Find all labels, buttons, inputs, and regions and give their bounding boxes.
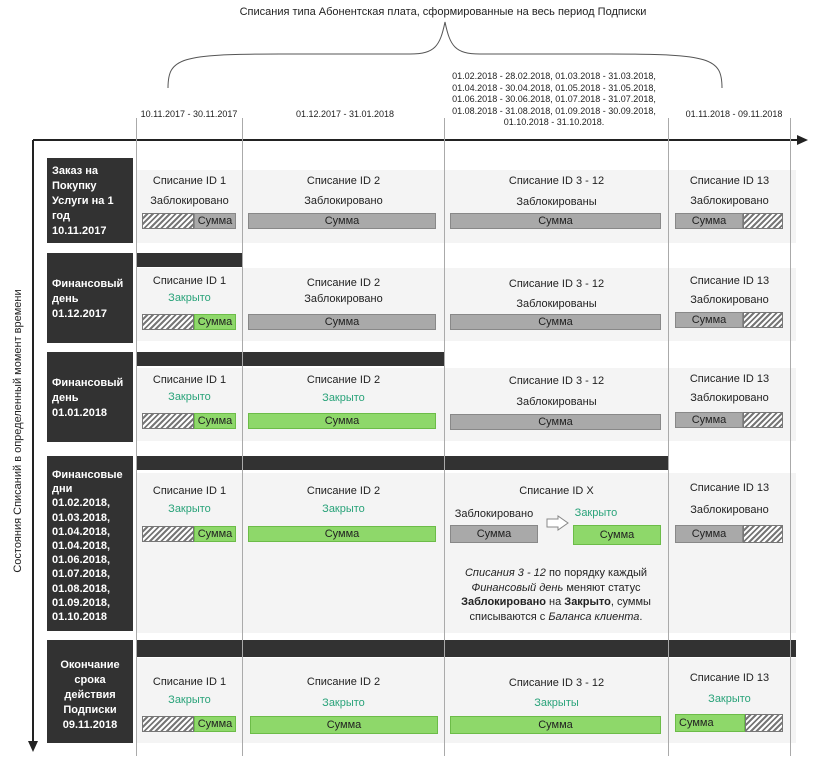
r2-c1-title: Списание ID 1 [152, 275, 227, 287]
r3-c2-title: Списание ID 2 [306, 374, 381, 386]
vline-1 [136, 118, 137, 756]
r2-c1-sum: Сумма [194, 314, 236, 330]
period-13: 01.11.2018 - 09.11.2018 [685, 109, 783, 119]
period-3-12: 01.02.2018 - 28.02.2018, 01.03.2018 - 31… [452, 71, 656, 127]
strip-3 [136, 352, 444, 366]
r1-c2-status: Заблокировано [304, 195, 383, 207]
r5-c1-hatch [142, 716, 194, 732]
r2-c2-title: Списание ID 2 [306, 277, 381, 289]
r5-c3-sum: Сумма [450, 716, 661, 734]
r4-c1-status: Закрыто [168, 503, 211, 515]
r1-c4-status: Заблокировано [690, 195, 769, 207]
r2-c3-sum: Сумма [450, 314, 661, 330]
r5-c1-sum: Сумма [194, 716, 236, 732]
r5-c4-status: Закрыто [708, 693, 751, 705]
r4-c2-sum: Сумма [248, 526, 436, 542]
r5-c1-status: Закрыто [168, 694, 211, 706]
r3-c3-status: Заблокированы [516, 396, 597, 408]
r3-c1-hatch [142, 413, 194, 429]
r3-c3-sum: Сумма [450, 414, 661, 430]
r3-c3-title: Списание ID 3 - 12 [508, 375, 605, 387]
r3-c4-sum: Сумма [675, 412, 743, 428]
r5-c3-status: Закрыты [534, 697, 579, 709]
r5-c4-hatch [745, 714, 783, 732]
r1-c2-title: Списание ID 2 [306, 175, 381, 187]
r1-c3-sum: Сумма [450, 213, 661, 229]
r2-c2-sum: Сумма [248, 314, 436, 330]
r1-c1-sum: Сумма [194, 213, 236, 229]
r1-c1-title: Списание ID 1 [152, 175, 227, 187]
strip-4 [136, 456, 668, 470]
r1-c4-hatch [743, 213, 783, 229]
r4-c4-hatch [743, 525, 783, 543]
r1-c4-sum: Сумма [675, 213, 743, 229]
r4-c3-title: Списание ID X [519, 485, 594, 497]
r4-c2-title: Списание ID 2 [306, 485, 381, 497]
brace [167, 21, 723, 89]
r4-note: Списания 3 - 12 по порядку каждый Финанс… [461, 567, 651, 623]
r4-c3-blocked-status: Заблокировано [454, 508, 534, 520]
period-2: 01.12.2017 - 31.01.2018 [295, 109, 395, 119]
r4-c3-closed-status: Закрыто [574, 507, 618, 519]
r3-c1-title: Списание ID 1 [152, 374, 227, 386]
r2-c2-status: Заблокировано [304, 293, 383, 305]
r2-c1-hatch [142, 314, 194, 330]
r4-c4-status: Заблокировано [690, 504, 769, 516]
row-band-1 [136, 170, 796, 243]
r4-c1-hatch [142, 526, 194, 542]
r3-c4-title: Списание ID 13 [689, 373, 770, 385]
r4-c1-sum: Сумма [194, 526, 236, 542]
r2-c3-title: Списание ID 3 - 12 [508, 278, 605, 290]
header-title: Списания типа Абонентская плата, сформир… [239, 6, 647, 18]
r1-c2-sum: Сумма [248, 213, 436, 229]
r3-c4-hatch [743, 412, 783, 428]
arrow-right-icon [546, 515, 569, 531]
vline-3 [444, 118, 445, 756]
r2-c4-status: Заблокировано [690, 294, 769, 306]
r3-c1-status: Закрыто [168, 391, 211, 403]
strip-5 [136, 640, 796, 657]
r2-c4-title: Списание ID 13 [689, 275, 770, 287]
r5-c2-title: Списание ID 2 [306, 676, 381, 688]
r1-c3-status: Заблокированы [516, 196, 597, 208]
r5-c2-sum: Сумма [250, 716, 438, 734]
r4-c4-title: Списание ID 13 [689, 482, 770, 494]
period-1: 10.11.2017 - 30.11.2017 [140, 109, 238, 119]
r5-c1-title: Списание ID 1 [152, 676, 227, 688]
r1-c1-status: Заблокировано [150, 195, 229, 207]
r2-c4-hatch [743, 312, 783, 328]
r3-c2-status: Закрыто [322, 392, 365, 404]
r4-c1-title: Списание ID 1 [152, 485, 227, 497]
r3-c2-sum: Сумма [248, 413, 436, 429]
vline-2 [242, 118, 243, 756]
axis-label: Состояния Списаний в определенный момент… [12, 289, 24, 573]
r2-c3-status: Заблокированы [516, 298, 597, 310]
r5-c4-title: Списание ID 13 [689, 672, 770, 684]
r3-c4-status: Заблокировано [690, 392, 769, 404]
r3-c1-sum: Сумма [194, 413, 236, 429]
r5-c4-sum: Сумма [675, 714, 745, 732]
r4-c3-blocked-sum: Сумма [450, 525, 538, 543]
strip-2 [136, 253, 242, 267]
vline-5 [790, 118, 791, 756]
r4-c2-status: Закрыто [322, 503, 365, 515]
r1-c4-title: Списание ID 13 [689, 175, 770, 187]
r5-c3-title: Списание ID 3 - 12 [508, 677, 605, 689]
r1-c1-hatch [142, 213, 194, 229]
r4-c4-sum: Сумма [675, 525, 743, 543]
r4-c3-closed-sum: Сумма [573, 525, 661, 545]
vline-4 [668, 118, 669, 756]
r2-c4-sum: Сумма [675, 312, 743, 328]
row-band-4 [136, 473, 796, 633]
r2-c1-status: Закрыто [168, 292, 211, 304]
r5-c2-status: Закрыто [322, 697, 365, 709]
r1-c3-title: Списание ID 3 - 12 [508, 175, 605, 187]
